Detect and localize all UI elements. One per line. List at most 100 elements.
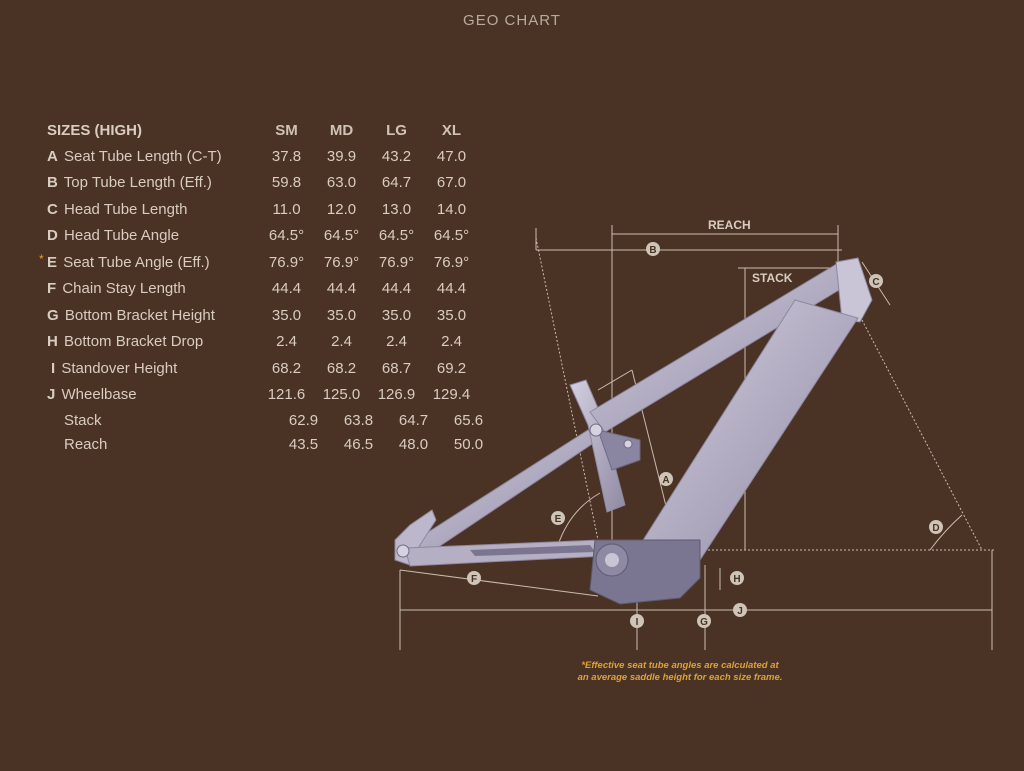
row-letter: G: [47, 306, 59, 324]
table-row: G Bottom Bracket Height 35.0 35.0 35.0 3…: [47, 302, 496, 329]
cell-value: 64.5°: [433, 227, 470, 245]
cell-value: 64.7: [398, 411, 429, 429]
cell-value: 48.0: [398, 435, 429, 453]
cell-value: 11.0: [272, 200, 301, 218]
cell-value: 35.0: [271, 306, 302, 324]
badge-f: F: [467, 571, 481, 585]
cell-value: 76.9°: [433, 253, 470, 271]
cell-value: 47.0: [436, 147, 467, 165]
table-header: SIZES (HIGH) SM MD LG XL: [47, 120, 496, 140]
bike-frame: [394, 257, 873, 605]
cell-value: 68.2: [326, 359, 357, 377]
row-label: Bottom Bracket Drop: [64, 333, 204, 351]
size-xl-header: XL: [441, 121, 462, 139]
reach-label: REACH: [708, 218, 751, 232]
cell-value: 64.5°: [268, 227, 305, 245]
row-label: Head Tube Length: [64, 200, 188, 218]
table-row: C Head Tube Length 11.0 12.0 13.0 14.0: [47, 196, 496, 223]
footnote-line-1: *Effective seat tube angles are calculat…: [581, 660, 779, 671]
row-label: Seat Tube Angle (Eff.): [63, 253, 210, 271]
cell-value: 64.5°: [323, 227, 360, 245]
badge-a: A: [659, 472, 673, 486]
row-label: Top Tube Length (Eff.): [63, 174, 212, 192]
badge-a-text: A: [662, 475, 669, 486]
badge-f-text: F: [471, 574, 477, 585]
cell-value: 43.2: [381, 147, 412, 165]
table-row: D Head Tube Angle 64.5° 64.5° 64.5° 64.5…: [47, 223, 496, 250]
badge-i-text: I: [636, 617, 639, 628]
table-row: H Bottom Bracket Drop 2.4 2.4 2.4 2.4: [47, 329, 496, 356]
row-label: Chain Stay Length: [62, 280, 186, 298]
cell-value: 43.5: [288, 435, 319, 453]
table-row: B Top Tube Length (Eff.) 59.8 63.0 64.7 …: [47, 170, 496, 197]
badge-j-text: J: [737, 606, 743, 617]
cell-value: 46.5: [343, 435, 374, 453]
cell-value: 44.4: [381, 280, 412, 298]
badge-e-text: E: [555, 514, 562, 525]
badge-j: J: [733, 603, 747, 617]
cell-value: 63.0: [326, 174, 357, 192]
badge-c: C: [869, 274, 883, 288]
table-row: J Wheelbase 121.6 125.0 126.9 129.4: [47, 382, 496, 409]
row-label: Stack: [64, 411, 102, 429]
dimension-lines: [399, 225, 995, 650]
cell-value: 50.0: [453, 435, 484, 453]
badge-e: E: [551, 511, 565, 525]
cell-value: 65.6: [453, 411, 484, 429]
size-md-header: MD: [329, 121, 354, 139]
row-letter: F: [47, 280, 57, 298]
size-sm-header: SM: [275, 121, 298, 139]
row-letter: H: [47, 333, 58, 351]
cell-value: 126.9: [377, 386, 416, 404]
cell-value: 76.9°: [378, 253, 415, 271]
badge-c-text: C: [872, 277, 879, 288]
cell-value: 129.4: [432, 386, 471, 404]
cell-value: 59.8: [271, 174, 302, 192]
cell-value: 35.0: [436, 306, 467, 324]
badge-g: G: [697, 614, 711, 628]
page-title: GEO CHART: [463, 12, 561, 29]
row-label: Bottom Bracket Height: [64, 306, 215, 324]
cell-value: 44.4: [271, 280, 302, 298]
badge-b: B: [646, 242, 660, 256]
cell-value: 76.9°: [323, 253, 360, 271]
footnote-line-2: an average saddle height for each size f…: [577, 672, 783, 683]
cell-value: 69.2: [436, 359, 467, 377]
cell-value: 13.0: [381, 200, 412, 218]
cell-value: 44.4: [436, 280, 467, 298]
table-row: *E Seat Tube Angle (Eff.) 76.9° 76.9° 76…: [39, 249, 496, 276]
cell-value: 35.0: [381, 306, 412, 324]
cell-value: 68.2: [271, 359, 302, 377]
row-letter: E: [47, 253, 58, 271]
table-row: Stack 62.9 63.8 64.7 65.6: [47, 408, 496, 432]
row-label: Standover Height: [61, 359, 178, 377]
table-row: F Chain Stay Length 44.4 44.4 44.4 44.4: [47, 276, 496, 303]
badge-d-text: D: [932, 523, 939, 534]
badge-i: I: [630, 614, 644, 628]
cell-value: 67.0: [436, 174, 467, 192]
footnote: *Effective seat tube angles are calculat…: [560, 660, 800, 684]
cell-value: 14.0: [436, 200, 467, 218]
sizes-header-label: SIZES (HIGH): [47, 121, 143, 139]
row-label: Reach: [64, 435, 108, 453]
cell-value: 68.7: [381, 359, 412, 377]
cell-value: 2.4: [331, 333, 352, 351]
row-letter: D: [47, 227, 58, 245]
badge-g-text: G: [700, 617, 708, 628]
row-letter: C: [47, 200, 58, 218]
cell-value: 35.0: [326, 306, 357, 324]
geometry-table: SIZES (HIGH) SM MD LG XL A Seat Tube Len…: [39, 120, 496, 456]
cell-value: 62.9: [288, 411, 319, 429]
cell-value: 63.8: [343, 411, 374, 429]
row-letter: B: [47, 174, 58, 192]
cell-value: 2.4: [276, 333, 297, 351]
cell-value: 2.4: [441, 333, 462, 351]
badge-h: H: [730, 571, 744, 585]
row-letter: I: [51, 359, 56, 377]
badge-b-text: B: [649, 245, 656, 256]
cell-value: 64.5°: [378, 227, 415, 245]
badge-h-text: H: [733, 574, 740, 585]
cell-value: 39.9: [326, 147, 357, 165]
table-row: Reach 43.5 46.5 48.0 50.0: [47, 432, 496, 456]
